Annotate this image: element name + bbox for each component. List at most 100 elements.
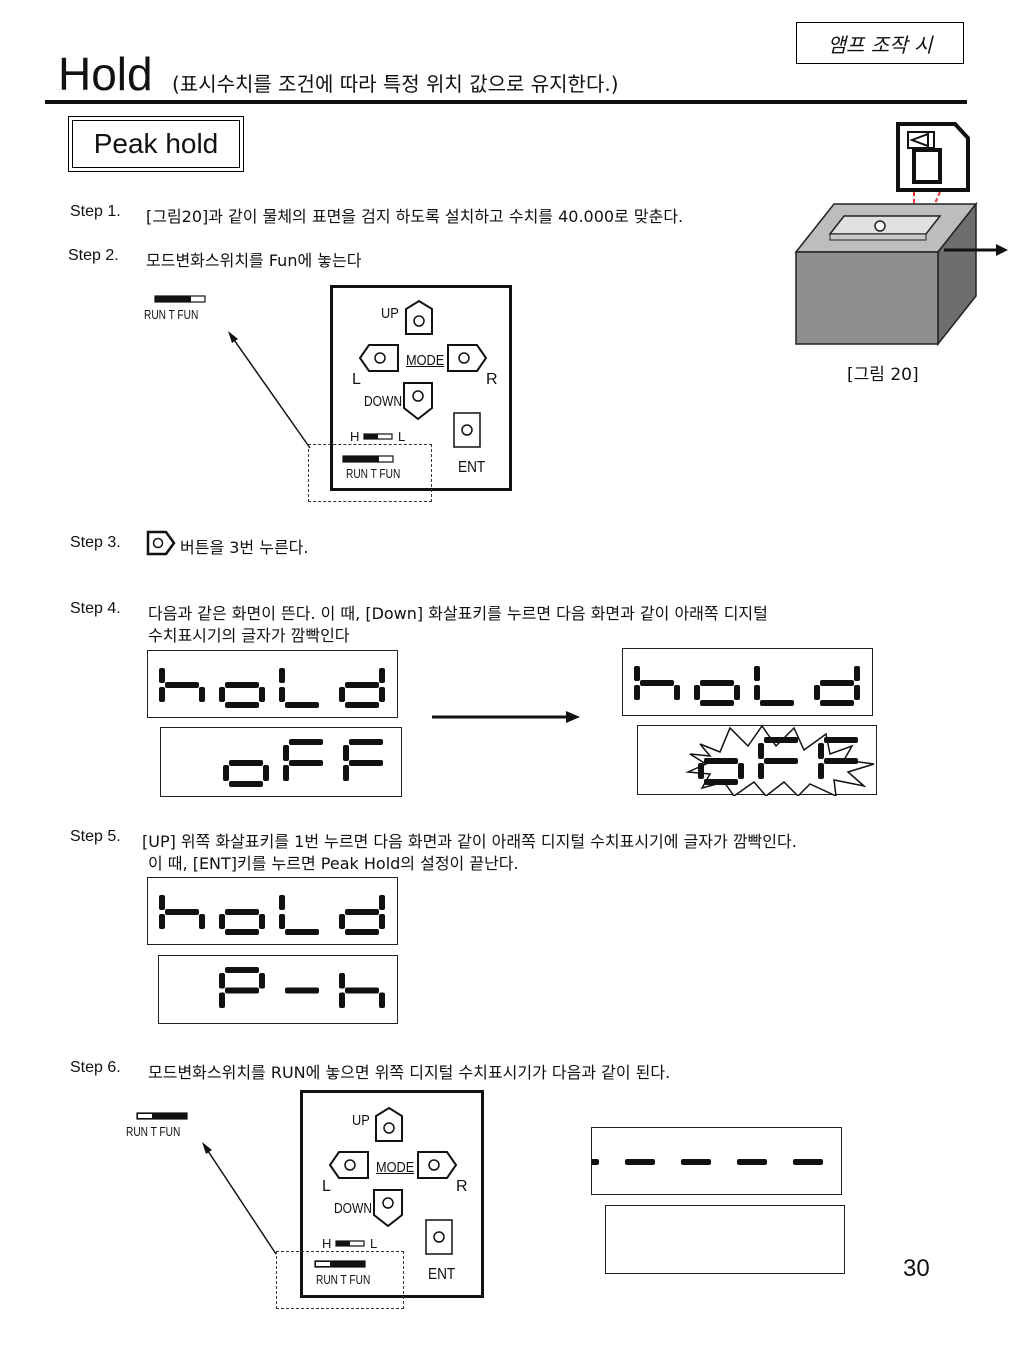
lcd-segment: [634, 666, 640, 681]
lcd-segment: [339, 992, 345, 1008]
lcd-segment: [700, 680, 734, 686]
lcd-upper-hold: [147, 650, 398, 718]
lcd-segment: [820, 680, 854, 686]
left-key-icon[interactable]: [358, 343, 400, 373]
lcd-segment: [285, 929, 319, 935]
lcd-segment: [674, 685, 680, 700]
lcd-segment: [225, 967, 259, 973]
lcd-lower-blank: [605, 1205, 845, 1274]
right-key-icon: [146, 530, 176, 556]
step4-text-line2: 수치표시기의 글자가 깜빡인다: [148, 626, 350, 645]
lcd-segment: [737, 1159, 767, 1165]
step4-number: Step 4.: [70, 600, 121, 617]
h-label: H: [350, 429, 360, 444]
lcd-segment: [818, 763, 824, 779]
step3-text: 버튼을 3번 누른다.: [180, 538, 309, 557]
section-heading: Peak hold: [68, 116, 244, 172]
right-label-2: R: [456, 1178, 468, 1195]
up-key-icon[interactable]: [404, 299, 434, 337]
right-key-icon[interactable]: [446, 343, 488, 373]
target-block-icon: [794, 201, 978, 347]
lcd-segment: [343, 745, 349, 761]
up-key-icon[interactable]: [374, 1106, 404, 1144]
right-key-icon[interactable]: [416, 1150, 458, 1180]
down-label: DOWN: [364, 393, 402, 410]
lcd-segment: [159, 914, 165, 929]
run-fun-switch-icon-2: [314, 1260, 366, 1268]
lcd-segment: [758, 763, 764, 779]
down-key-icon[interactable]: [402, 381, 434, 421]
sensor-head-icon: [896, 122, 970, 192]
step2-text: 모드변화스위치를 Fun에 놓는다: [146, 251, 362, 270]
hl-switch-icon-2: [335, 1240, 365, 1247]
switch-highlight-box: [308, 444, 432, 502]
lcd-upper-dashes-digits: [569, 1159, 823, 1165]
pointer-arrow-2: [202, 1142, 277, 1255]
lcd-segment: [820, 700, 854, 706]
lcd-segment: [225, 909, 259, 915]
ent-key-icon[interactable]: [424, 1218, 454, 1258]
l-label: L: [398, 429, 406, 444]
section-tag: 앰프 조작 시: [796, 22, 964, 64]
lcd-segment: [704, 758, 738, 764]
lcd-lower-off: [160, 727, 402, 797]
amp-panel-diagram-run: RUN T FUN UP MODE L R DOWN H L RUN T FUN…: [118, 1090, 498, 1312]
up-label: UP: [381, 305, 399, 322]
page-number: 30: [903, 1255, 930, 1282]
lcd-segment: [760, 700, 794, 706]
lcd-segment: [279, 914, 285, 929]
lcd-segment: [764, 758, 798, 764]
lcd-segment: [199, 687, 205, 702]
step5-number: Step 5.: [70, 828, 121, 845]
step5-text-line1: [UP] 위쪽 화살표키를 1번 누르면 다음 화면과 같이 아래쪽 디지털 수…: [142, 832, 797, 851]
lcd-segment: [754, 666, 760, 681]
right-label: R: [486, 371, 498, 388]
up-label-2: UP: [352, 1112, 370, 1129]
step4-text-line1: 다음과 같은 화면이 뜬다. 이 때, [Down] 화살표키를 누르면 다음 …: [148, 604, 768, 623]
lcd-segment: [259, 973, 265, 989]
down-key-icon[interactable]: [372, 1188, 404, 1228]
lcd-lower-off-digits: [223, 739, 383, 787]
lcd-lower-off-blink: [637, 725, 877, 796]
left-key-icon[interactable]: [328, 1150, 370, 1180]
lcd-segment: [345, 929, 379, 935]
lcd-segment: [259, 687, 265, 702]
lcd-segment: [824, 758, 858, 764]
lcd-segment: [285, 987, 319, 994]
lcd-segment: [225, 929, 259, 935]
lcd-segment: [345, 702, 379, 708]
amp-panel-diagram-fun: RUN T FUN UP MODE L R DOWN H L RUN T FUN…: [140, 283, 520, 505]
lcd-segment: [219, 973, 225, 989]
run-fun-label-2: RUN T FUN: [316, 1272, 371, 1287]
step3-number: Step 3.: [70, 534, 121, 551]
lcd-segment: [349, 739, 383, 745]
lcd-segment: [681, 1159, 711, 1165]
lcd-segment: [758, 743, 764, 759]
ent-key-icon[interactable]: [452, 411, 482, 451]
lcd-segment: [734, 685, 740, 700]
lcd-segment: [279, 895, 285, 910]
lcd-segment: [159, 668, 165, 683]
mode-switch-label-2: RUN T FUN: [126, 1124, 181, 1139]
lcd-segment: [285, 702, 319, 708]
step6-text: 모드변화스위치를 RUN에 놓으면 위쪽 디지털 수치표시기가 다음과 같이 된…: [148, 1063, 671, 1082]
lcd-segment: [219, 914, 225, 929]
down-label-2: DOWN: [334, 1200, 372, 1217]
lcd-segment: [704, 779, 738, 785]
lcd-segment: [283, 765, 289, 781]
pointer-arrow: [228, 331, 311, 449]
lcd-segment: [339, 687, 345, 702]
lcd-segment: [263, 765, 269, 781]
lcd-segment: [379, 895, 385, 910]
lcd-segment: [289, 760, 323, 766]
lcd-segment: [159, 687, 165, 702]
h-label-2: H: [322, 1236, 332, 1251]
lcd-upper-hold-3: [147, 877, 398, 945]
mode-switch-icon-fun: [154, 295, 206, 303]
mode-switch-icon-run: [136, 1112, 188, 1120]
mode-label: MODE: [406, 352, 445, 369]
lcd-segment: [345, 987, 379, 994]
lcd-segment: [259, 914, 265, 929]
lcd-segment: [339, 914, 345, 929]
left-label: L: [352, 371, 361, 388]
